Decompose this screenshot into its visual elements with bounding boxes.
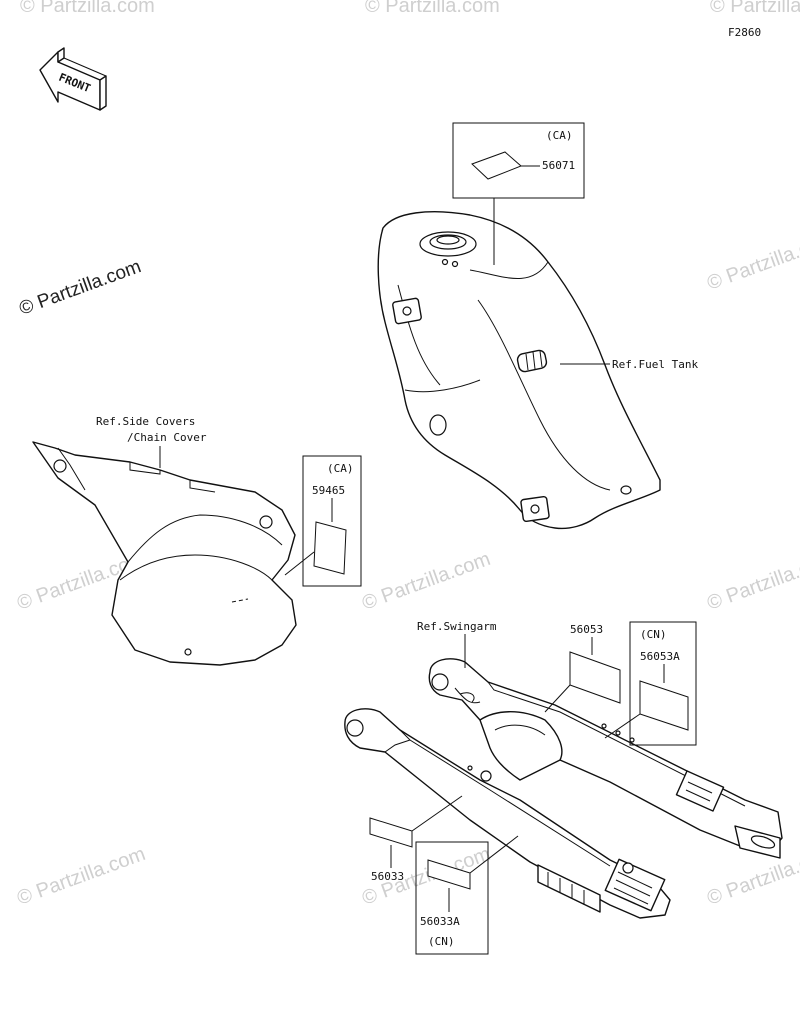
side-cover — [32, 441, 297, 666]
ref-side-covers-line1: Ref.Side Covers — [96, 415, 195, 428]
front-arrow-icon: FRONT — [39, 47, 107, 111]
fuel-tank-ca-callout: (CA) 56071 — [452, 122, 585, 265]
decal-56053 — [569, 651, 621, 704]
side-cover-ca-callout: (CA) 59465 — [284, 455, 362, 587]
diagram-code: F2860 — [728, 26, 761, 39]
ref-swingarm-label: Ref.Swingarm — [417, 620, 497, 633]
watermark-tile: © Partzilla.com — [359, 548, 493, 615]
swingarm-chain-adjuster-lower — [604, 858, 666, 912]
fuel-tank-mount-front — [392, 297, 422, 325]
swingarm-cn-callout-2: 56033A (CN) — [415, 835, 519, 955]
watermark-tile: © Partzilla.com — [704, 228, 800, 295]
swingarm-cn-region-label: (CN) — [640, 628, 667, 641]
watermark-tile: © Partzilla.com — [14, 843, 148, 910]
watermark-tile: © Partzilla.com — [365, 0, 500, 17]
swingarm-chain-adjuster-upper — [675, 770, 725, 812]
decal-59465 — [313, 521, 347, 575]
swingarm-cn-callout: (CN) 56053A — [604, 621, 697, 746]
part-number-59465: 59465 — [312, 484, 345, 497]
fuel-tank-mount-rear — [520, 495, 550, 523]
part-number-56071: 56071 — [542, 159, 575, 172]
watermark-tile: © Partzilla.com — [704, 843, 800, 910]
part-number-56033: 56033 — [371, 870, 404, 883]
swingarm-decal-56033: 56033 — [369, 795, 463, 883]
ref-side-covers: Ref.Side Covers /Chain Cover — [96, 415, 207, 468]
watermark-tile: © Partzilla.com — [710, 0, 800, 17]
fuel-tank — [377, 210, 661, 530]
fuel-tank-fuel-tap — [516, 349, 548, 373]
swingarm-decal-56053: 56053 — [544, 623, 621, 713]
part-number-56053: 56053 — [570, 623, 603, 636]
swingarm — [344, 658, 783, 919]
decal-56053A — [639, 680, 689, 731]
swingarm-cn-region-label-2: (CN) — [428, 935, 455, 948]
decal-56033A — [427, 859, 471, 890]
watermark-tile: © Partzilla.com — [20, 0, 155, 17]
watermark-main: © Partzilla.com — [17, 256, 144, 320]
fuel-tank-region-label: (CA) — [546, 129, 573, 142]
watermark-tile: © Partzilla.com — [704, 548, 800, 615]
decal-56071 — [471, 151, 522, 180]
ref-side-covers-line2: /Chain Cover — [127, 431, 207, 444]
decal-56033 — [369, 817, 413, 848]
part-number-56053A: 56053A — [640, 650, 680, 663]
part-number-56033A: 56033A — [420, 915, 460, 928]
ref-fuel-tank-label: Ref.Fuel Tank — [612, 358, 698, 371]
ref-swingarm: Ref.Swingarm — [417, 620, 497, 668]
side-cover-region-label: (CA) — [327, 462, 354, 475]
